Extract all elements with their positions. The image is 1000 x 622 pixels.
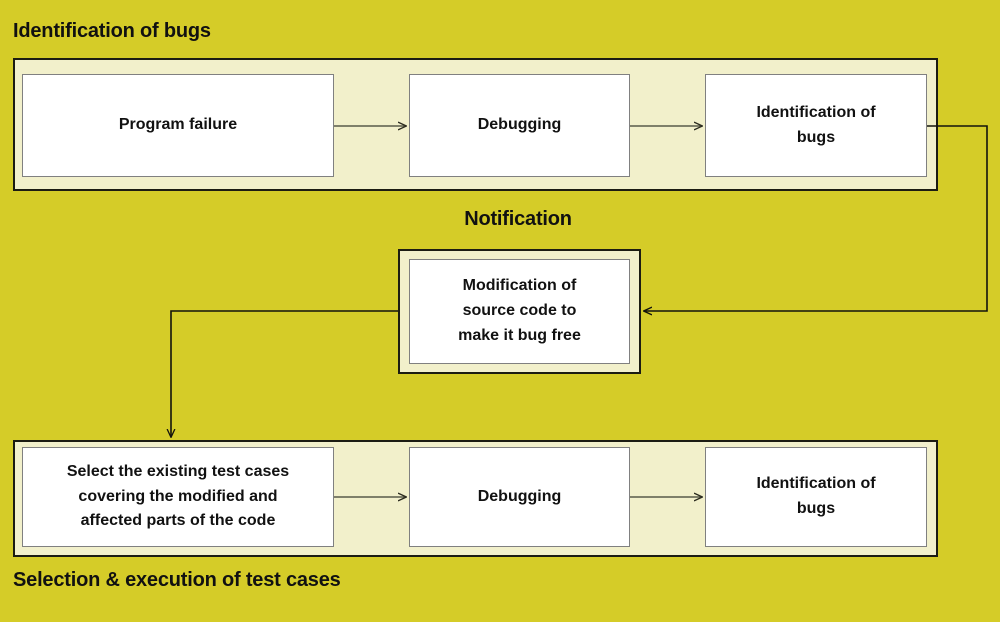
section-title-notification: Notification: [464, 208, 572, 230]
node-program-failure-label: Program failure: [118, 116, 238, 134]
section-title-identification-of-bugs: Identification of bugs: [13, 20, 211, 42]
node-modification-of-source-code[interactable]: Modification of source code to make it b…: [409, 259, 630, 364]
node-identification-of-bugs-top-label-line2: bugs: [796, 128, 836, 146]
node-select-existing-test-cases[interactable]: Select the existing test cases covering …: [22, 447, 334, 547]
node-debugging-top[interactable]: Debugging: [409, 74, 630, 177]
node-debugging-bottom[interactable]: Debugging: [409, 447, 630, 547]
node-identification-of-bugs-bottom-label-line2: bugs: [796, 500, 836, 517]
node-identification-of-bugs-top[interactable]: Identification of bugs: [705, 74, 927, 177]
node-debugging-bottom-label: Debugging: [477, 487, 562, 505]
node-select-cases-label-line2: covering the modified and: [78, 487, 278, 505]
node-select-cases-label-line1: Select the existing test cases: [66, 462, 290, 480]
node-program-failure[interactable]: Program failure: [22, 74, 334, 177]
node-identification-of-bugs-top-label-line1: Identification of: [756, 103, 876, 121]
node-modification-label-line3: make it bug free: [458, 326, 581, 344]
section-title-selection-execution-of-test-cases: Selection & execution of test cases: [13, 569, 341, 591]
node-modification-label-line2: source code to: [462, 302, 577, 320]
node-identification-of-bugs-bottom[interactable]: Identification of bugs: [705, 447, 927, 547]
edge-modification-to-select-cases: [171, 310, 398, 437]
node-modification-label-line1: Modification of: [462, 277, 577, 295]
node-identification-of-bugs-bottom-label-line1: Identification of: [756, 475, 876, 493]
node-select-cases-label-line3: affected parts of the code: [80, 512, 276, 530]
node-debugging-top-label: Debugging: [477, 116, 562, 134]
